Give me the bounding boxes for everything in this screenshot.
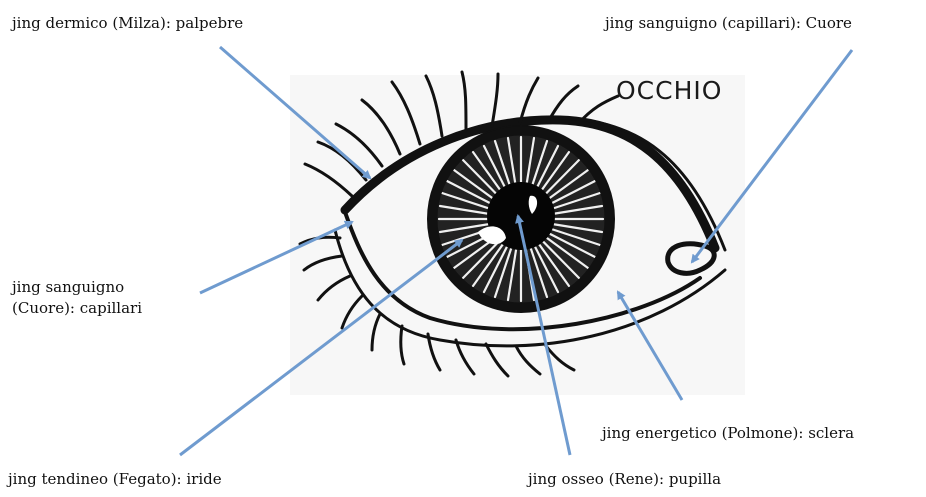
label-iride: jing tendineo (Fegato): iride [8, 470, 222, 489]
label-sclera: jing energetico (Polmone): sclera [602, 424, 854, 443]
label-capillari-line2: (Cuore): capillari [12, 299, 142, 318]
label-capillari-line1: jing sanguigno [12, 278, 124, 297]
label-palpebre: jing dermico (Milza): palpebre [12, 14, 243, 33]
label-cuore: jing sanguigno (capillari): Cuore [605, 14, 852, 33]
diagram-title: OCCHIO [616, 76, 722, 105]
label-pupilla: jing osseo (Rene): pupilla [528, 470, 721, 489]
